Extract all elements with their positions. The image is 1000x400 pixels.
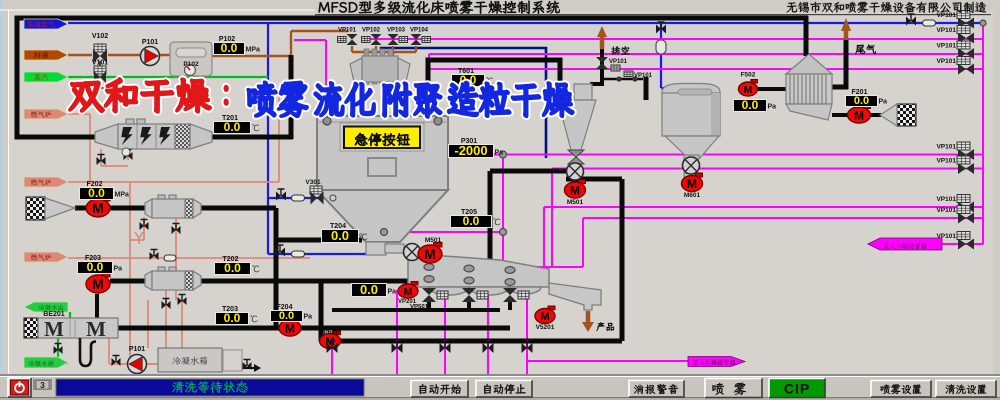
svg-text:0.0: 0.0 [224,120,241,134]
svg-text:VP101: VP101 [609,59,628,65]
svg-text:P102: P102 [219,36,235,43]
svg-text:V102: V102 [92,33,108,40]
svg-text:VP101: VP101 [936,144,956,151]
svg-text:M: M [325,336,334,348]
svg-text:VP101: VP101 [936,43,956,50]
svg-text:Pa: Pa [495,150,504,157]
svg-text:0.0: 0.0 [463,214,480,228]
svg-text:0.0: 0.0 [224,311,241,325]
svg-text:P301: P301 [461,138,477,145]
svg-text:P101: P101 [142,39,158,46]
svg-text:M: M [92,201,103,216]
svg-text:M: M [854,108,864,122]
svg-text:M: M [540,311,549,323]
svg-text:V301: V301 [305,179,321,186]
svg-text:F202: F202 [87,181,103,188]
svg-text:3: 3 [40,380,45,390]
svg-text:T203: T203 [222,306,238,313]
svg-text:M: M [744,84,753,96]
svg-text:Pa: Pa [304,314,313,321]
svg-text:VP101: VP101 [936,12,956,19]
svg-text:VP103: VP103 [387,28,406,34]
svg-text:Pa: Pa [768,104,777,111]
svg-text:VP101: VP101 [634,73,653,79]
svg-text:P601: P601 [323,329,339,336]
svg-text:VP104: VP104 [410,28,429,34]
svg-text:M: M [44,317,64,341]
svg-text:MPa: MPa [115,192,130,199]
svg-text:P101: P101 [129,346,145,353]
svg-text:V101: V101 [92,60,108,67]
svg-text:0.0: 0.0 [742,98,759,112]
svg-text:VP101: VP101 [936,207,956,214]
svg-text:VP101: VP101 [936,27,956,34]
svg-text:M: M [687,177,697,191]
svg-text:0.0: 0.0 [331,228,349,243]
svg-text:V5201: V5201 [536,324,555,331]
svg-text:F204: F204 [277,304,293,311]
svg-text:MPa: MPa [246,47,261,54]
svg-text:M501: M501 [425,237,442,244]
svg-text:F203: F203 [85,255,101,262]
svg-text:M: M [424,247,435,262]
svg-text:0.0: 0.0 [221,41,238,55]
svg-text:VP102: VP102 [362,28,381,34]
svg-text:T205: T205 [461,209,477,216]
svg-text:P102: P102 [183,61,199,68]
svg-text:T201: T201 [222,115,238,122]
svg-text:VP201: VP201 [398,299,417,305]
svg-text:T202: T202 [223,256,239,263]
svg-text:F502: F502 [741,72,756,79]
svg-text:-2000: -2000 [454,143,487,158]
svg-text:M: M [404,286,413,298]
svg-text:CIP: CIP [784,381,810,397]
svg-text:0.0: 0.0 [87,260,104,274]
svg-text:Pa: Pa [388,289,397,296]
svg-text:0.0: 0.0 [854,95,869,107]
svg-text:VP101: VP101 [936,58,956,65]
svg-text:0.0: 0.0 [360,282,378,297]
svg-text:VP101: VP101 [338,28,357,34]
svg-text:M: M [285,321,295,335]
svg-text:VP101: VP101 [936,233,956,240]
svg-text:Pa: Pa [114,266,123,273]
svg-text:M501: M501 [567,199,584,206]
svg-text:VP501: VP501 [410,305,429,311]
svg-text:VP101: VP101 [936,196,956,203]
svg-text:M: M [570,183,580,197]
svg-text:Pa: Pa [879,99,888,106]
svg-text:M: M [92,277,103,292]
svg-text:F201: F201 [852,89,868,96]
svg-text:0.0: 0.0 [224,261,241,275]
svg-text:0.0: 0.0 [279,310,294,322]
svg-text:VP101: VP101 [936,158,956,165]
svg-text:T601: T601 [458,68,474,75]
svg-text:BE201: BE201 [43,311,65,318]
svg-text:0.0: 0.0 [88,186,105,200]
svg-text:T204: T204 [330,223,346,230]
svg-text:M: M [86,317,106,341]
svg-text:M601: M601 [684,192,701,199]
